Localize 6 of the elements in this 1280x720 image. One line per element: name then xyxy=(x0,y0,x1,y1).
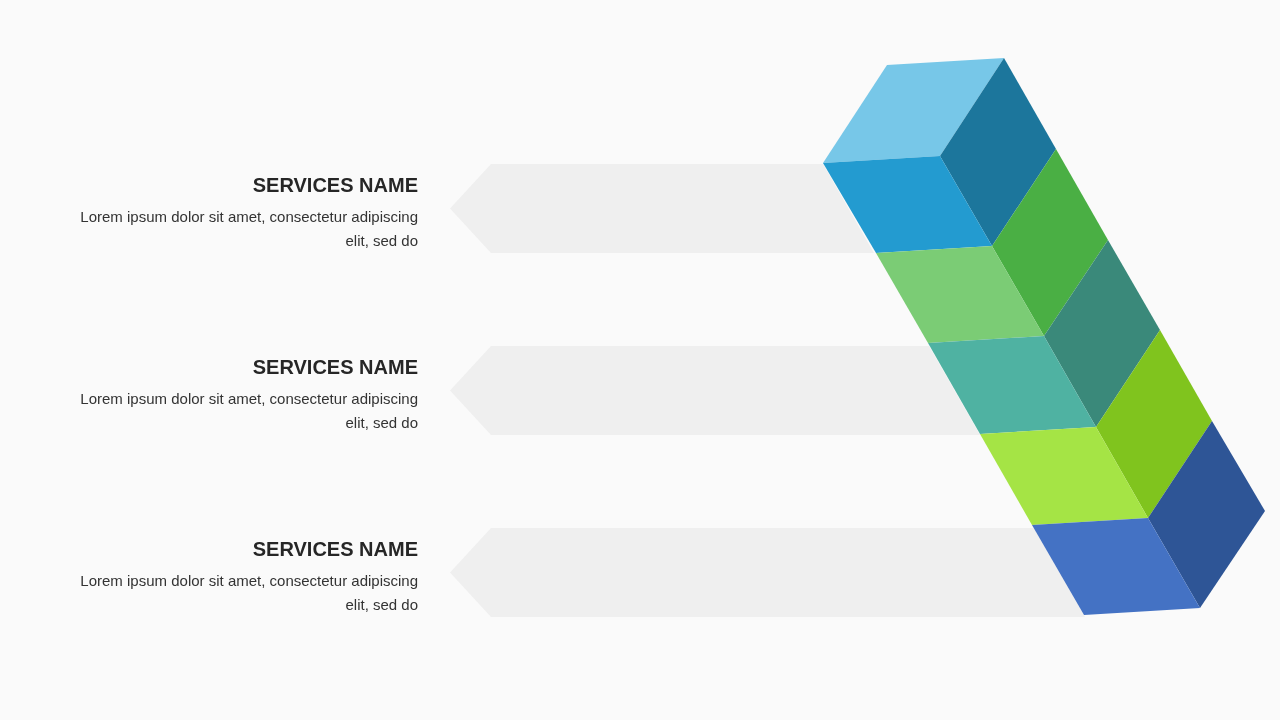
service-description: Lorem ipsum dolor sit amet, consectetur adipiscing elit, sed do xyxy=(79,571,418,615)
service-description: Lorem ipsum dolor sit amet, consectetur adipiscing elit, sed do xyxy=(79,389,418,433)
service-heading: SERVICES NAME xyxy=(252,355,418,379)
service-heading: SERVICES NAME xyxy=(252,173,418,197)
service-description: Lorem ipsum dolor sit amet, consectetur adipiscing elit, sed do xyxy=(79,207,418,251)
service-heading: SERVICES NAME xyxy=(252,537,418,561)
